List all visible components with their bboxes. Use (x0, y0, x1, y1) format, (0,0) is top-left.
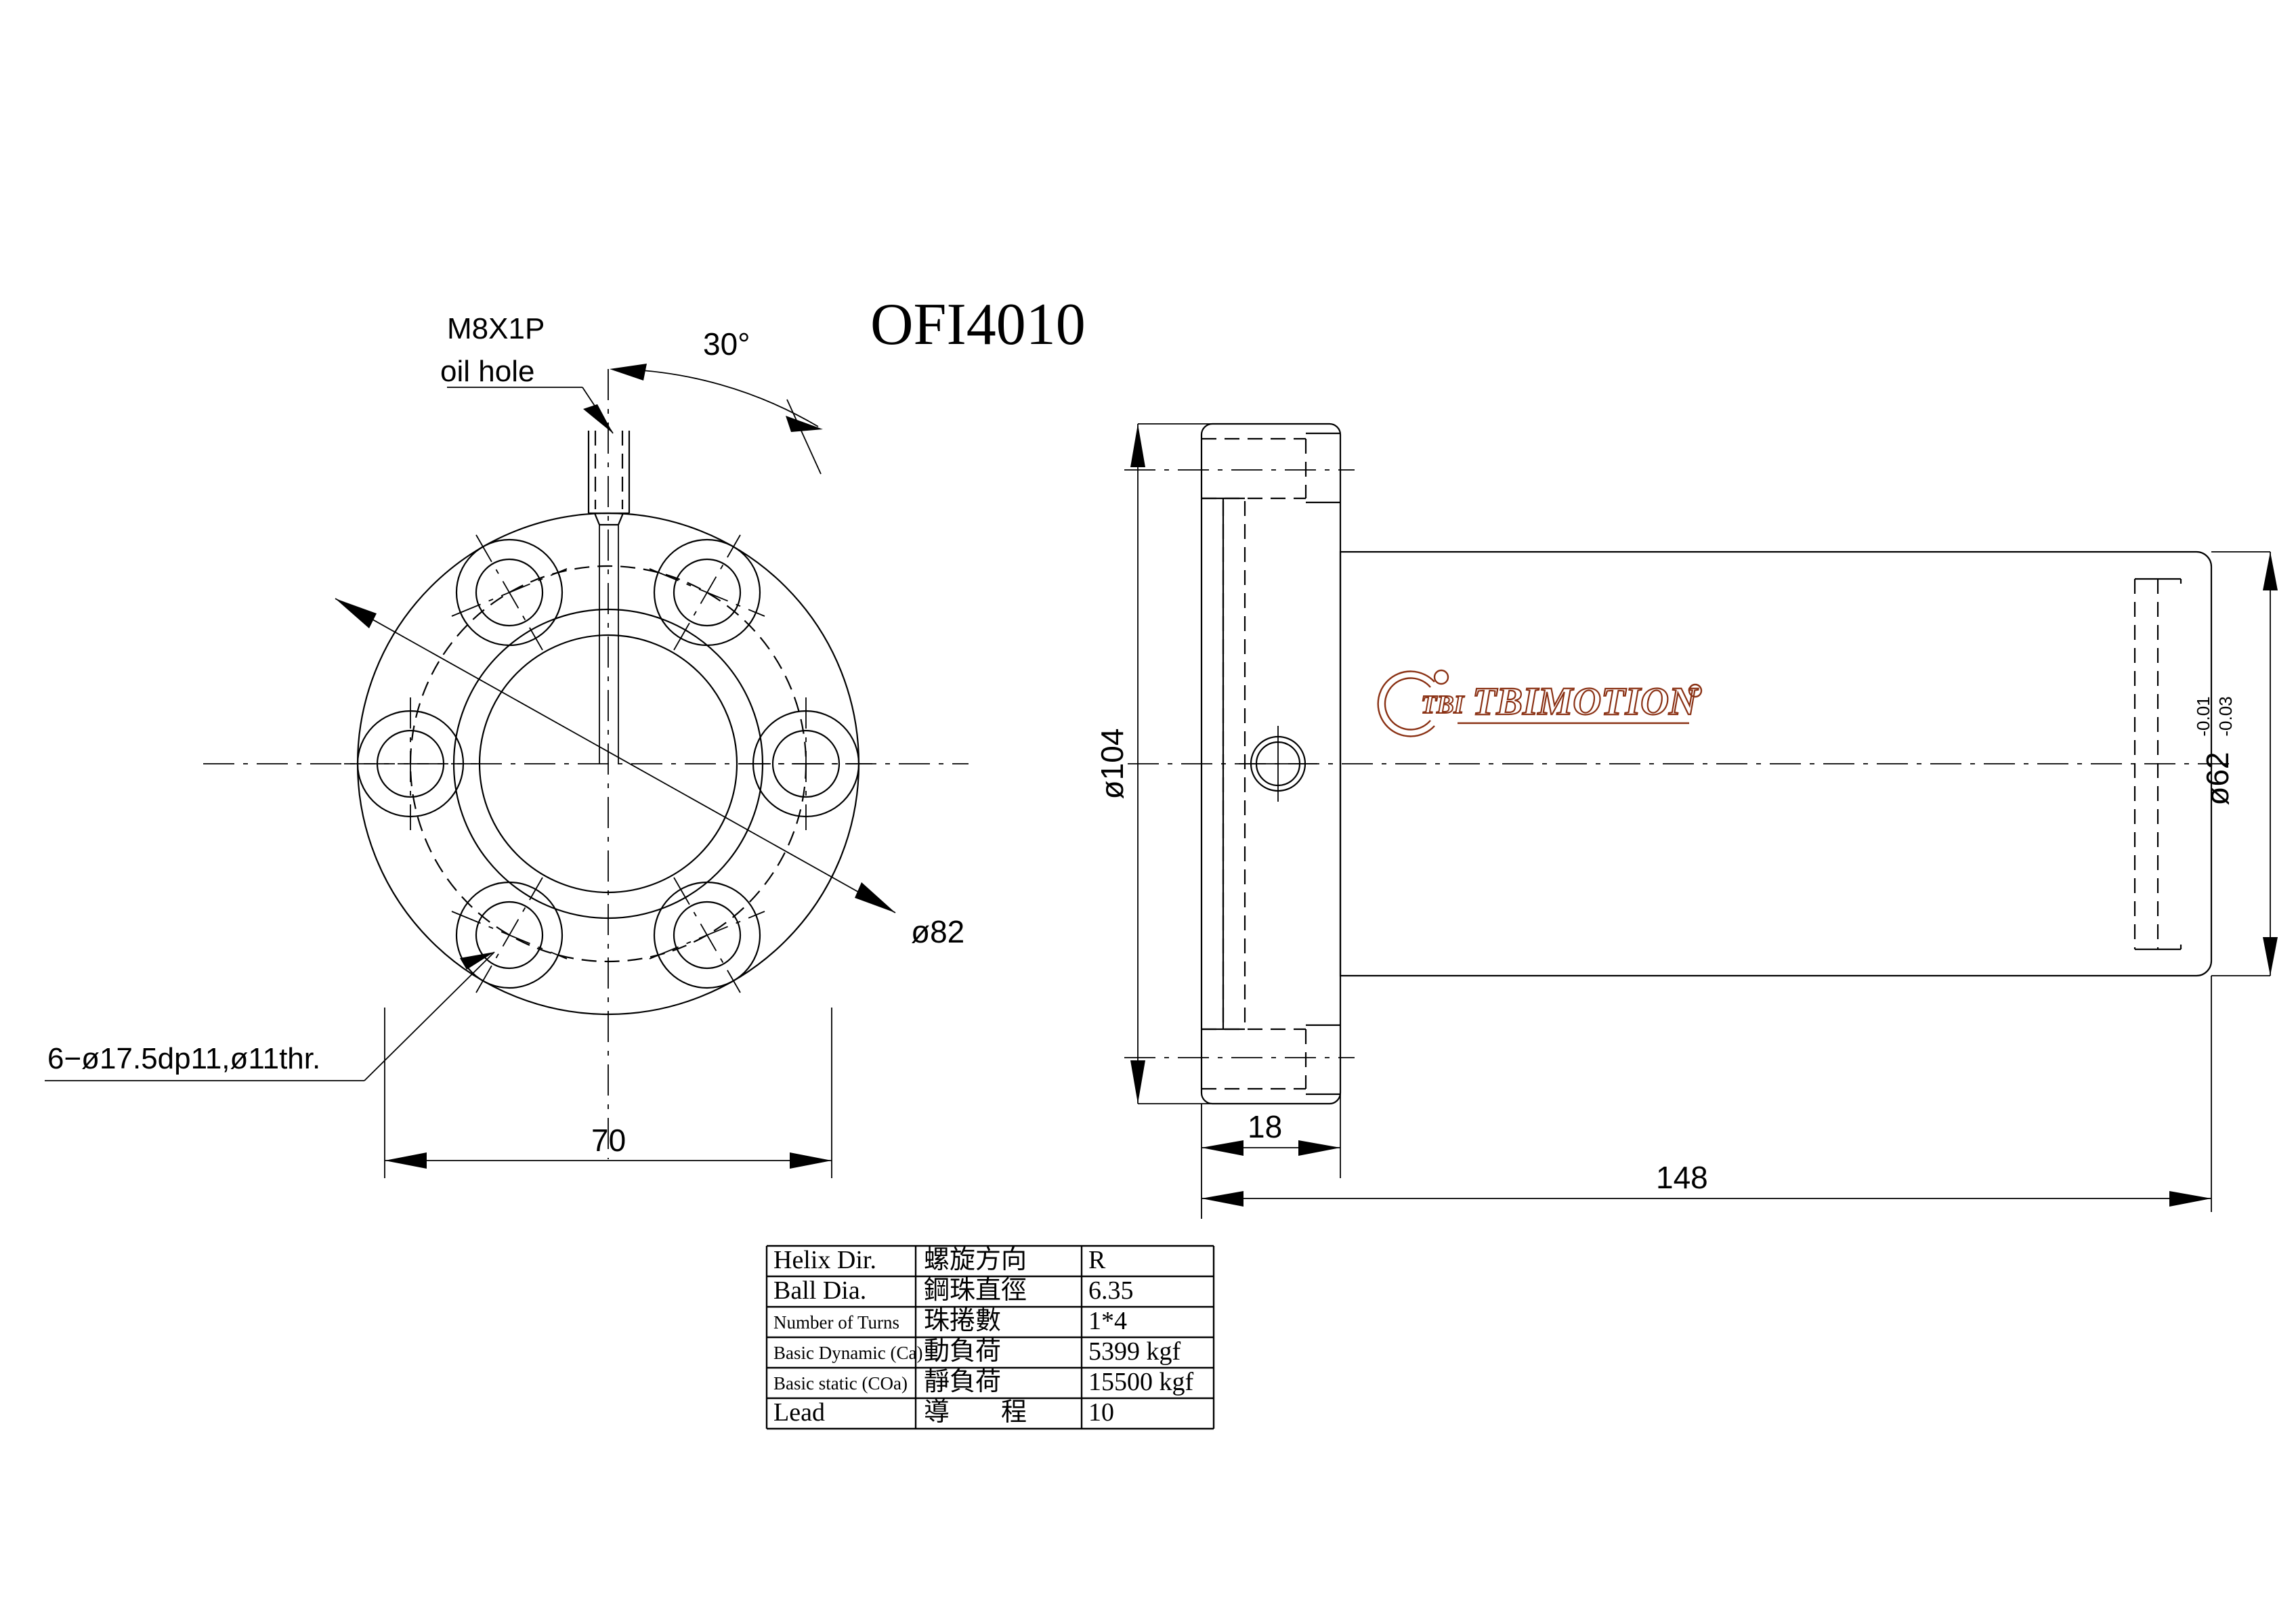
bolt-hole-3 (344, 697, 477, 830)
table-cell-zh: 螺旋方向 (924, 1245, 1027, 1274)
bolt-hole-counterbore (653, 881, 761, 989)
total-length-arrow-left (1202, 1191, 1243, 1207)
page-title: OFI4010 (870, 292, 1086, 358)
table-cell-value: 1*4 (1088, 1307, 1127, 1335)
front-view: M8X1P oil hole 30° ø82 6−ø17.5dp11,ø11th… (45, 312, 969, 1178)
bolt-hole-thru (771, 729, 841, 798)
oil-hole-label-line2: oil hole (440, 355, 534, 388)
center-bore-inner-circle (478, 634, 738, 894)
hole-spec-arrowhead (460, 952, 494, 970)
oil-hole-leader-arrowhead (583, 404, 613, 433)
bolt-hole-counterbore (455, 881, 564, 989)
bolt-hole-thru (475, 558, 544, 627)
flange-thk-arrow-left (1202, 1140, 1243, 1156)
oil-hole-boss (587, 431, 631, 764)
bolt-hole-1 (649, 534, 765, 651)
width-dimension-70 (384, 1008, 832, 1178)
side-view-flange (1124, 423, 1355, 1105)
table-cell-en: Basic static (COa) (773, 1373, 908, 1393)
oil-hole-label-line1: M8X1P (447, 312, 545, 345)
hole-spec-leader (45, 951, 495, 1081)
logo-registered-mark-circle (1433, 669, 1449, 685)
nut-dia-dimension (2211, 551, 2278, 976)
bolt-circle-dim-label: ø82 (911, 914, 964, 949)
hole-spec-label: 6−ø17.5dp11,ø11thr. (47, 1042, 320, 1075)
oil-hole-chamfer-left (593, 513, 601, 525)
table-cell-zh: 動負荷 (924, 1336, 1001, 1366)
logo-mark-text: TBI (1421, 691, 1465, 719)
angle-dimension-label: 30° (703, 326, 750, 362)
table-cell-zh: 導 程 (924, 1397, 1027, 1427)
nut-dia-tolerance-upper: -0.01 (2193, 696, 2213, 736)
table-cell-en: Lead (773, 1398, 825, 1427)
nut-dia-arrow-top (2263, 552, 2278, 590)
logo-c-outer-arc (1377, 670, 1435, 737)
table-cell-zh: 珠捲數 (924, 1305, 1001, 1335)
angle-dim-arrow-right (786, 416, 823, 432)
bolt-hole-5 (649, 877, 765, 993)
bolt-hole-thru (376, 729, 445, 798)
width-dimension-label: 70 (591, 1123, 626, 1158)
table-cell-value: R (1088, 1246, 1106, 1274)
tbimotion-logo: TBI TBIMOTION (1377, 669, 1703, 737)
table-cell-zh: 靜負荷 (924, 1366, 1001, 1396)
flange-outline (1200, 423, 1342, 1105)
bolt-circle-dim-arrow-upper (335, 599, 377, 628)
angle-dim-arrow-left (610, 364, 647, 381)
bolt-hole-centerline-b (451, 568, 568, 617)
oil-hole-chamfer-right (617, 513, 624, 525)
bolt-hole-thru (475, 901, 544, 970)
width-dim-arrow-right (790, 1152, 832, 1169)
flange-thickness-dimension (1201, 976, 1341, 1219)
nut-dia-tolerance-lower: -0.03 (2215, 696, 2236, 736)
angle-dimension-30 (610, 364, 823, 475)
bolt-hole-0 (740, 697, 872, 830)
bolt-circle-dim-leader (335, 598, 896, 913)
bolt-circle-dim-arrow-lower (855, 882, 895, 913)
bolt-hole-counterbore (653, 538, 761, 647)
bolt-hole-centerline-b (451, 911, 568, 959)
table-cell-value: 15500 kgf (1088, 1368, 1194, 1396)
table-cell-value: 5399 kgf (1088, 1337, 1181, 1366)
table-cell-value: 10 (1088, 1398, 1114, 1427)
flange-dia-arrow-top (1130, 424, 1145, 467)
side-view-nut-body (1339, 550, 2213, 977)
flange-dia-arrow-bottom (1130, 1060, 1145, 1104)
total-length-arrow-right (2169, 1191, 2211, 1207)
flange-dia-dimension (1130, 423, 1212, 1104)
side-view: TBI TBIMOTION ø104 ø62 -0.01 -0.03 (1094, 423, 2278, 1219)
flange-dia-label: ø104 (1094, 729, 1130, 800)
nut-dia-arrow-bottom (2263, 937, 2278, 976)
bolt-hole-thru (673, 901, 742, 970)
table-cell-en: Number of Turns (773, 1312, 899, 1333)
logo-wordmark: TBIMOTION (1472, 679, 1699, 723)
table-cell-value: 6.35 (1088, 1276, 1134, 1305)
hole-spec-slant (364, 951, 495, 1081)
table-cell-en: Helix Dir. (773, 1246, 876, 1274)
bolt-hole-thru (673, 558, 742, 627)
bolt-hole-2 (451, 534, 568, 651)
nut-dia-label: ø62 (2200, 752, 2235, 805)
bolt-circle-dim-line (335, 598, 896, 913)
table-cell-zh: 鋼珠直徑 (924, 1275, 1027, 1305)
width-dim-arrow-left (385, 1152, 427, 1169)
bolt-hole-centerline-b (649, 568, 765, 617)
flange-thickness-label: 18 (1248, 1109, 1282, 1144)
bolt-hole-4 (451, 877, 568, 993)
total-length-label: 148 (1656, 1160, 1708, 1195)
logo-registered-mark-circle-2 (1688, 683, 1703, 698)
angle-dim-extension-line (786, 399, 822, 475)
logo-c-inner-arc (1384, 677, 1431, 731)
oil-hole-leader (447, 387, 614, 434)
flange-thk-arrow-right (1298, 1140, 1340, 1156)
total-length-dimension (1202, 976, 2212, 1212)
bolt-hole-counterbore (455, 538, 564, 647)
nut-body-outline (1339, 550, 2213, 977)
table-cell-en: Ball Dia. (773, 1276, 866, 1305)
table-cell-en: Basic Dynamic (Ca) (773, 1343, 922, 1363)
bolt-hole-centerline-b (649, 911, 765, 959)
